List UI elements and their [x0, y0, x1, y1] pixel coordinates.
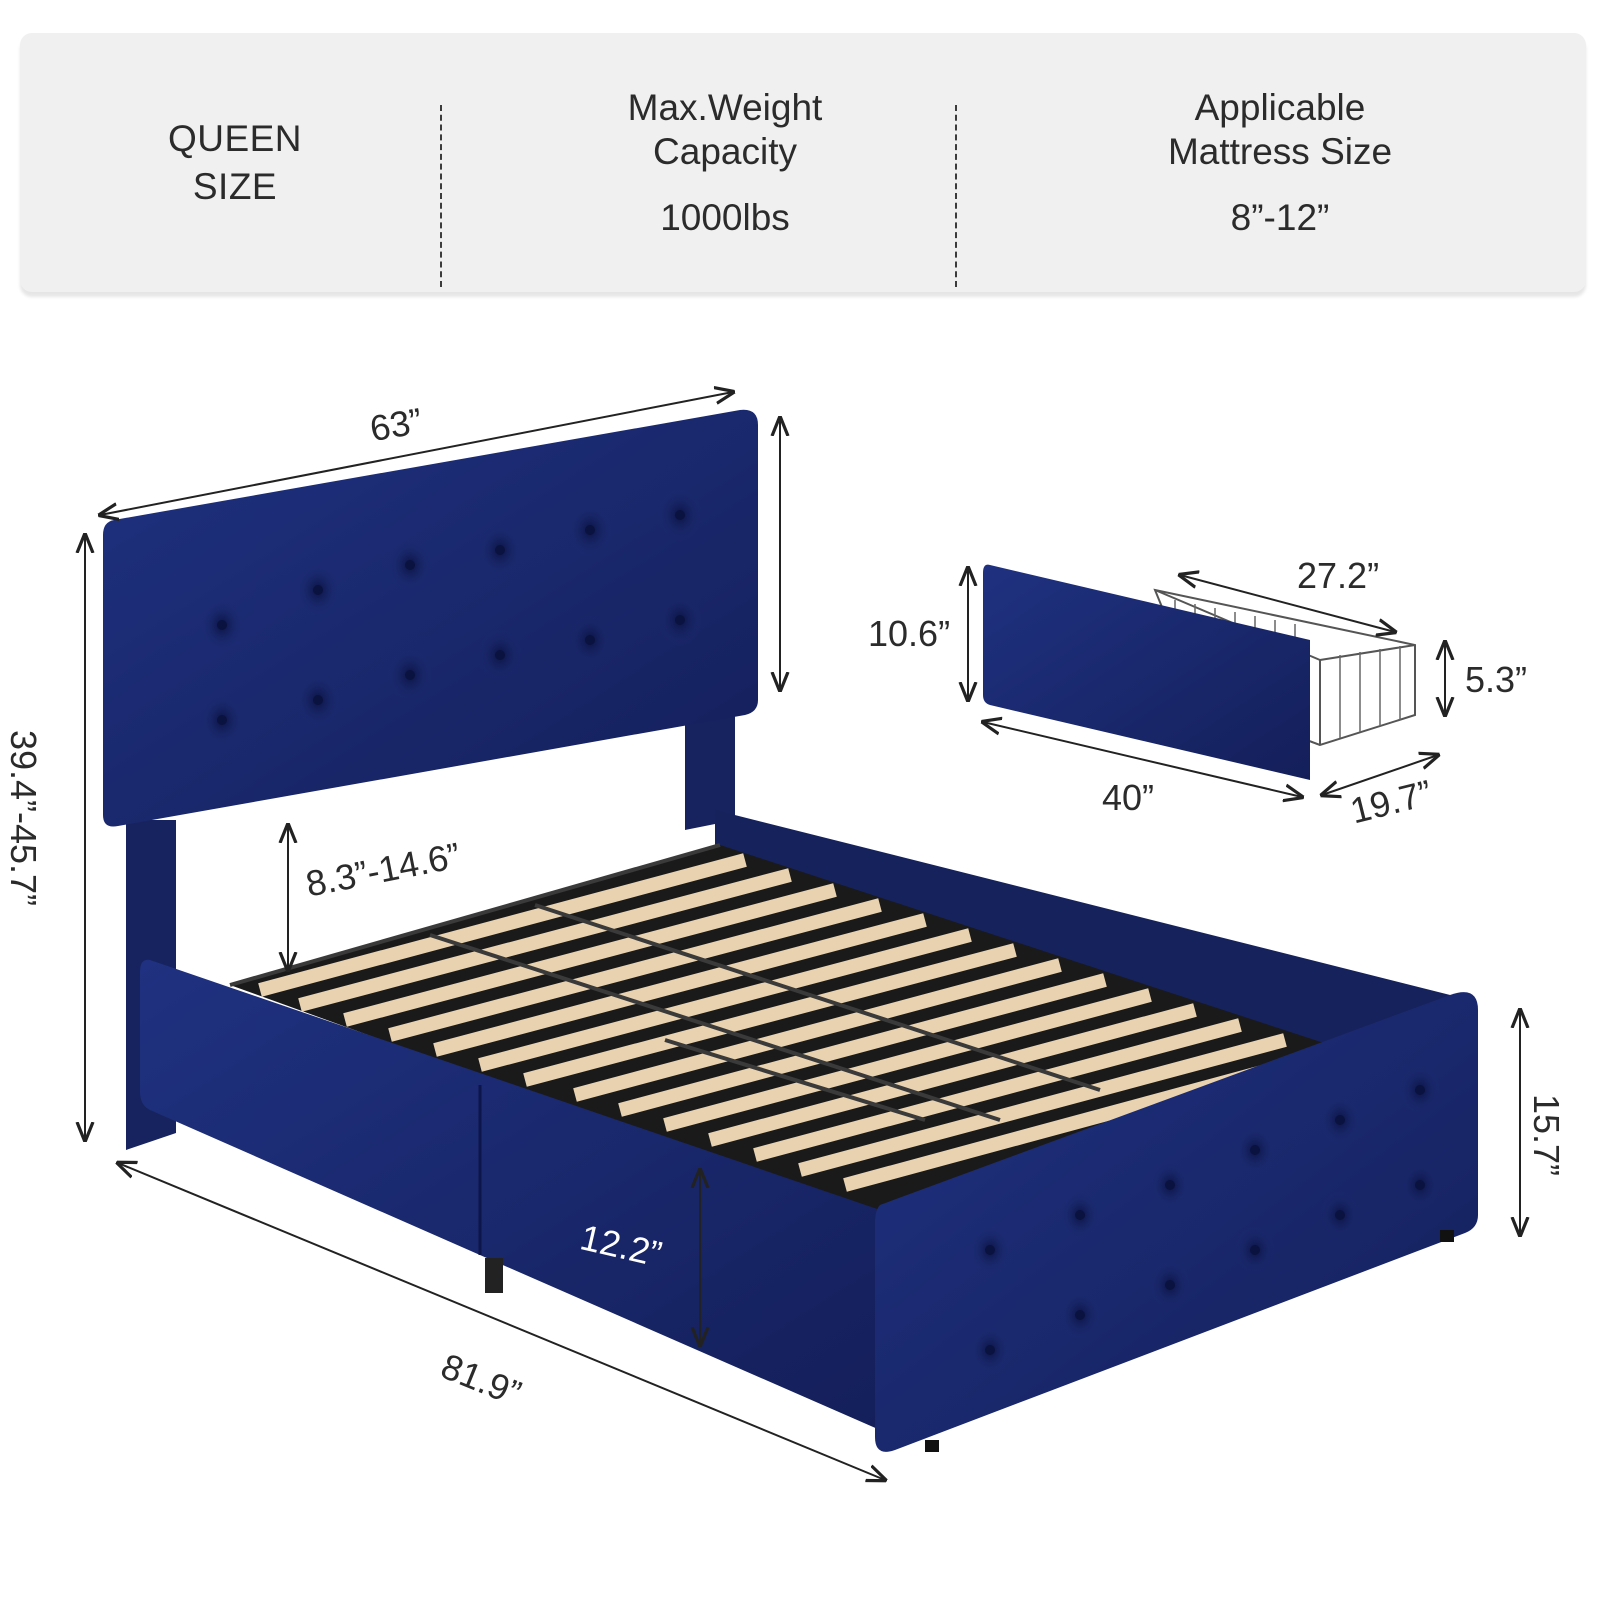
basket-height-label: 5.3”: [1465, 659, 1528, 700]
spec-size: QUEEN SIZE: [20, 33, 450, 292]
spec-weight: Max.Weight Capacity 1000lbs: [470, 33, 980, 292]
drawer-width-arrow: [1322, 755, 1438, 795]
drawer: [983, 564, 1416, 780]
spec-mattress: Applicable Mattress Size 8”-12”: [1000, 33, 1560, 292]
mattress-label: Applicable Mattress Size: [1167, 86, 1393, 172]
length-arrow: [118, 1163, 885, 1480]
weight-value: 1000lbs: [660, 196, 790, 238]
drawer-length-label: 40”: [1102, 777, 1155, 818]
width-arrow: [100, 392, 733, 515]
spec-divider: [955, 105, 957, 287]
footboard-height-label: 15.7”: [1526, 1093, 1568, 1177]
weight-label: Max.Weight Capacity: [627, 86, 823, 172]
total-height-label: 39.4”-45.7”: [3, 729, 45, 907]
spec-divider: [440, 105, 442, 287]
drawer-length-arrow: [983, 722, 1302, 797]
footboard: [875, 992, 1478, 1452]
headboard: [103, 409, 758, 827]
bed-size-label: QUEEN SIZE: [167, 117, 303, 207]
dimension-lines: [85, 392, 1520, 1480]
drawer-depth-label: 27.2”: [1297, 555, 1380, 596]
spec-banner: QUEEN SIZE Max.Weight Capacity 1000lbs A…: [20, 33, 1586, 292]
drawer-front-height-label: 10.6”: [868, 613, 951, 654]
headboard-width-label: 63”: [366, 399, 426, 450]
drawer-depth-arrow: [1180, 575, 1395, 632]
mattress-value: 8”-12”: [1230, 196, 1330, 238]
